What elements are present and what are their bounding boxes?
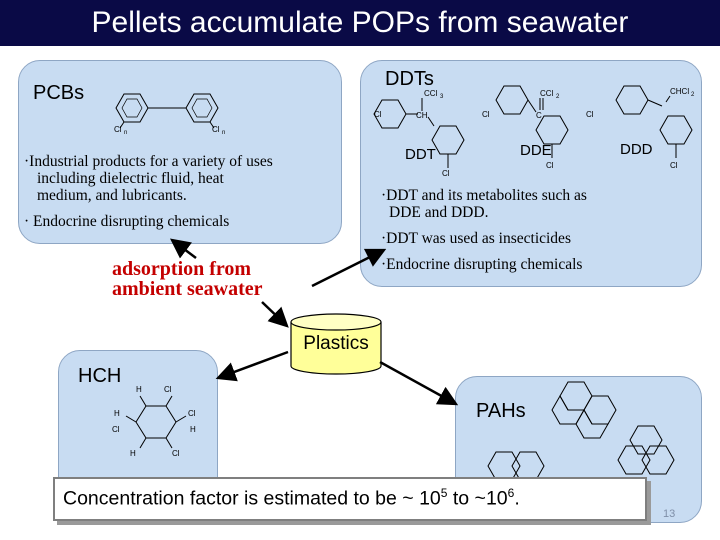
arrow-from-hch bbox=[215, 350, 289, 382]
page-number: 13 bbox=[663, 508, 676, 520]
banner-middle: to ~10 bbox=[447, 487, 508, 510]
hch-cl-3: Cl bbox=[112, 425, 120, 434]
dde-ccl2: CCl bbox=[540, 89, 554, 98]
pcb-n-left: n bbox=[124, 130, 127, 136]
banner-exp-2: 6 bbox=[507, 486, 515, 500]
pcbs-bullet-2: · Endocrine disrupting chemicals bbox=[24, 213, 230, 230]
pcbs-bullet-1-cont-b: medium, and lubricants. bbox=[37, 187, 187, 204]
banner-prefix: Concentration factor is estimated to be … bbox=[63, 487, 441, 510]
pahs-label: PAHs bbox=[476, 400, 526, 422]
arrow-to-ddts bbox=[311, 248, 387, 288]
ddts-panel bbox=[360, 60, 702, 287]
banner-suffix: . bbox=[514, 487, 520, 510]
arrow-to-plastics bbox=[261, 301, 289, 328]
dde-ccl2-sub: 2 bbox=[556, 94, 560, 100]
pcbs-label: PCBs bbox=[33, 82, 85, 104]
dde-cl-right: Cl bbox=[586, 110, 594, 119]
ddt-cl-left: Cl bbox=[374, 110, 382, 119]
hch-structure-icon: H Cl Cl H Cl H H Cl bbox=[112, 385, 196, 458]
ddd-name: DDD bbox=[620, 141, 653, 158]
ddts-bullet-3: ·Endocrine disrupting chemicals bbox=[381, 256, 583, 273]
arrow-from-pahs bbox=[379, 360, 459, 406]
dde-cl-bottom: Cl bbox=[546, 161, 554, 170]
hch-h-1: H bbox=[136, 385, 142, 394]
pcb-structure-icon: Cl n Cl n bbox=[114, 93, 225, 136]
ddt-ccl3: CCl bbox=[424, 89, 438, 98]
banner-exp-1: 5 bbox=[440, 486, 448, 500]
pcb-cl-left: Cl bbox=[114, 125, 122, 134]
dde-c: C bbox=[536, 111, 542, 120]
ddts-structures-icon: CCl 3 CH Cl Cl Cl CCl 2 C Cl Cl CHCl 2 C… bbox=[373, 85, 695, 178]
pcbs-panel bbox=[18, 60, 342, 244]
dde-name: DDE bbox=[520, 142, 552, 159]
ddt-cl-bottom: Cl bbox=[442, 169, 450, 178]
hch-label: HCH bbox=[78, 365, 122, 387]
arrow-to-pcbs bbox=[170, 238, 197, 259]
hch-h-4: H bbox=[130, 449, 136, 458]
adsorption-label-line2: ambient seawater bbox=[112, 278, 263, 300]
ddts-label: DDTs bbox=[385, 68, 434, 90]
pcb-n-right: n bbox=[222, 130, 225, 136]
concentration-banner: Concentration factor is estimated to be … bbox=[53, 477, 647, 521]
hch-cl-4: Cl bbox=[172, 449, 180, 458]
pahs-structures-icon bbox=[487, 381, 675, 481]
dde-cl-left: Cl bbox=[482, 110, 490, 119]
concentration-text: Concentration factor is estimated to be … bbox=[63, 486, 520, 511]
hch-h-3: H bbox=[190, 425, 196, 434]
ddt-ccl3-sub: 3 bbox=[440, 94, 444, 100]
ddts-bullet-2: ·DDT was used as insecticides bbox=[381, 230, 571, 247]
hch-h-2: H bbox=[114, 409, 120, 418]
hch-cl-1: Cl bbox=[164, 385, 172, 394]
ddt-ch: CH bbox=[416, 111, 428, 120]
pcbs-bullet-1-cont-a: including dielectric fluid, heat bbox=[37, 170, 224, 187]
hch-cl-2: Cl bbox=[188, 409, 196, 418]
ddd-cl-bottom: Cl bbox=[670, 161, 678, 170]
ddd-chcl2-sub: 2 bbox=[691, 92, 695, 98]
page-title: Pellets accumulate POPs from seawater bbox=[91, 6, 629, 39]
title-bar: Pellets accumulate POPs from seawater bbox=[0, 0, 720, 46]
ddt-name: DDT bbox=[405, 146, 436, 163]
ddts-bullet-1: ·DDT and its metabolites such as bbox=[381, 187, 587, 204]
plastics-label: Plastics bbox=[303, 333, 369, 354]
pcb-cl-right: Cl bbox=[212, 125, 220, 134]
plastics-cylinder-icon bbox=[290, 313, 382, 375]
adsorption-label-line1: adsorption from bbox=[112, 258, 252, 280]
pcbs-bullet-1: ·Industrial products for a variety of us… bbox=[24, 153, 273, 170]
ddts-bullet-1-cont: DDE and DDD. bbox=[389, 204, 489, 221]
ddd-chcl2: CHCl bbox=[670, 87, 689, 96]
